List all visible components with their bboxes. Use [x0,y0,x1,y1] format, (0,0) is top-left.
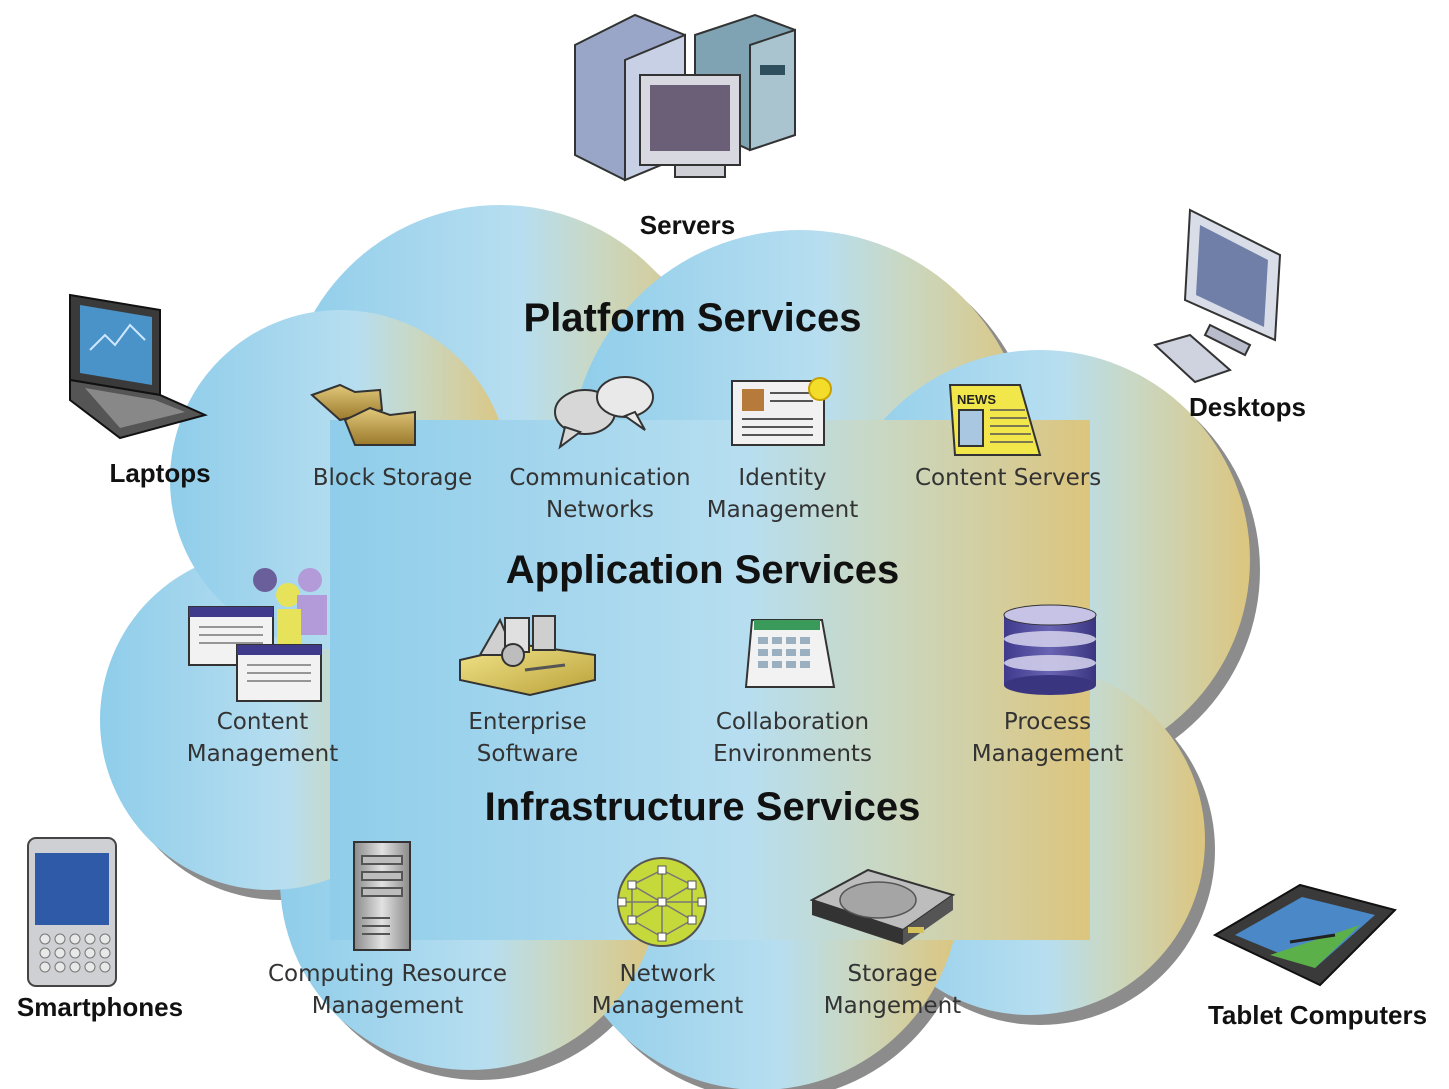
content-management-label: Content Management [186,709,339,767]
storage-management-label: Storage Mangement [823,961,962,1019]
calendar-icon [744,619,836,688]
smartphone-icon [27,837,117,987]
collaboration-environments-label: Collaboration Environments [713,709,872,767]
server-tower-icon [353,841,411,951]
hard-drive-icon [809,868,956,945]
network-globe-icon [617,857,707,947]
tablet-computers-label: Tablet Computers [1207,1000,1428,1030]
content-servers-label: Content Servers [915,465,1102,491]
servers-icon [574,13,796,182]
network-management-label: Network Management [591,961,744,1019]
platform-services-heading: Platform Services [523,296,862,340]
process-management-label: Process Management [971,709,1124,767]
servers-label: Servers [639,210,736,240]
speech-bubbles-icon [554,376,654,450]
people-windows-icon [188,568,327,702]
infrastructure-services-heading: Infrastructure Services [484,785,921,829]
application-services-heading: Application Services [505,548,900,592]
enterprise-software-label: Enterprise Software [468,709,587,767]
desktop-icon [1153,208,1282,384]
laptop-icon [69,293,208,440]
database-icon [1003,604,1097,695]
news-badge-text: NEWS [957,392,996,407]
laptops-label: Laptops [109,458,211,488]
communication-networks-label: Communication Networks [509,465,691,523]
tablet-icon [1212,883,1397,987]
folders-icon [310,383,416,446]
block-storage-label: Block Storage [312,465,473,491]
identity-management-label: Identity Management [706,465,859,523]
id-card-icon [731,377,832,446]
enterprise-software-icon [459,615,596,697]
smartphones-label: Smartphones [16,992,184,1022]
desktops-label: Desktops [1188,392,1307,422]
computing-resource-management-label: Computing Resource Management [267,961,508,1019]
newspaper-icon [948,384,1042,456]
